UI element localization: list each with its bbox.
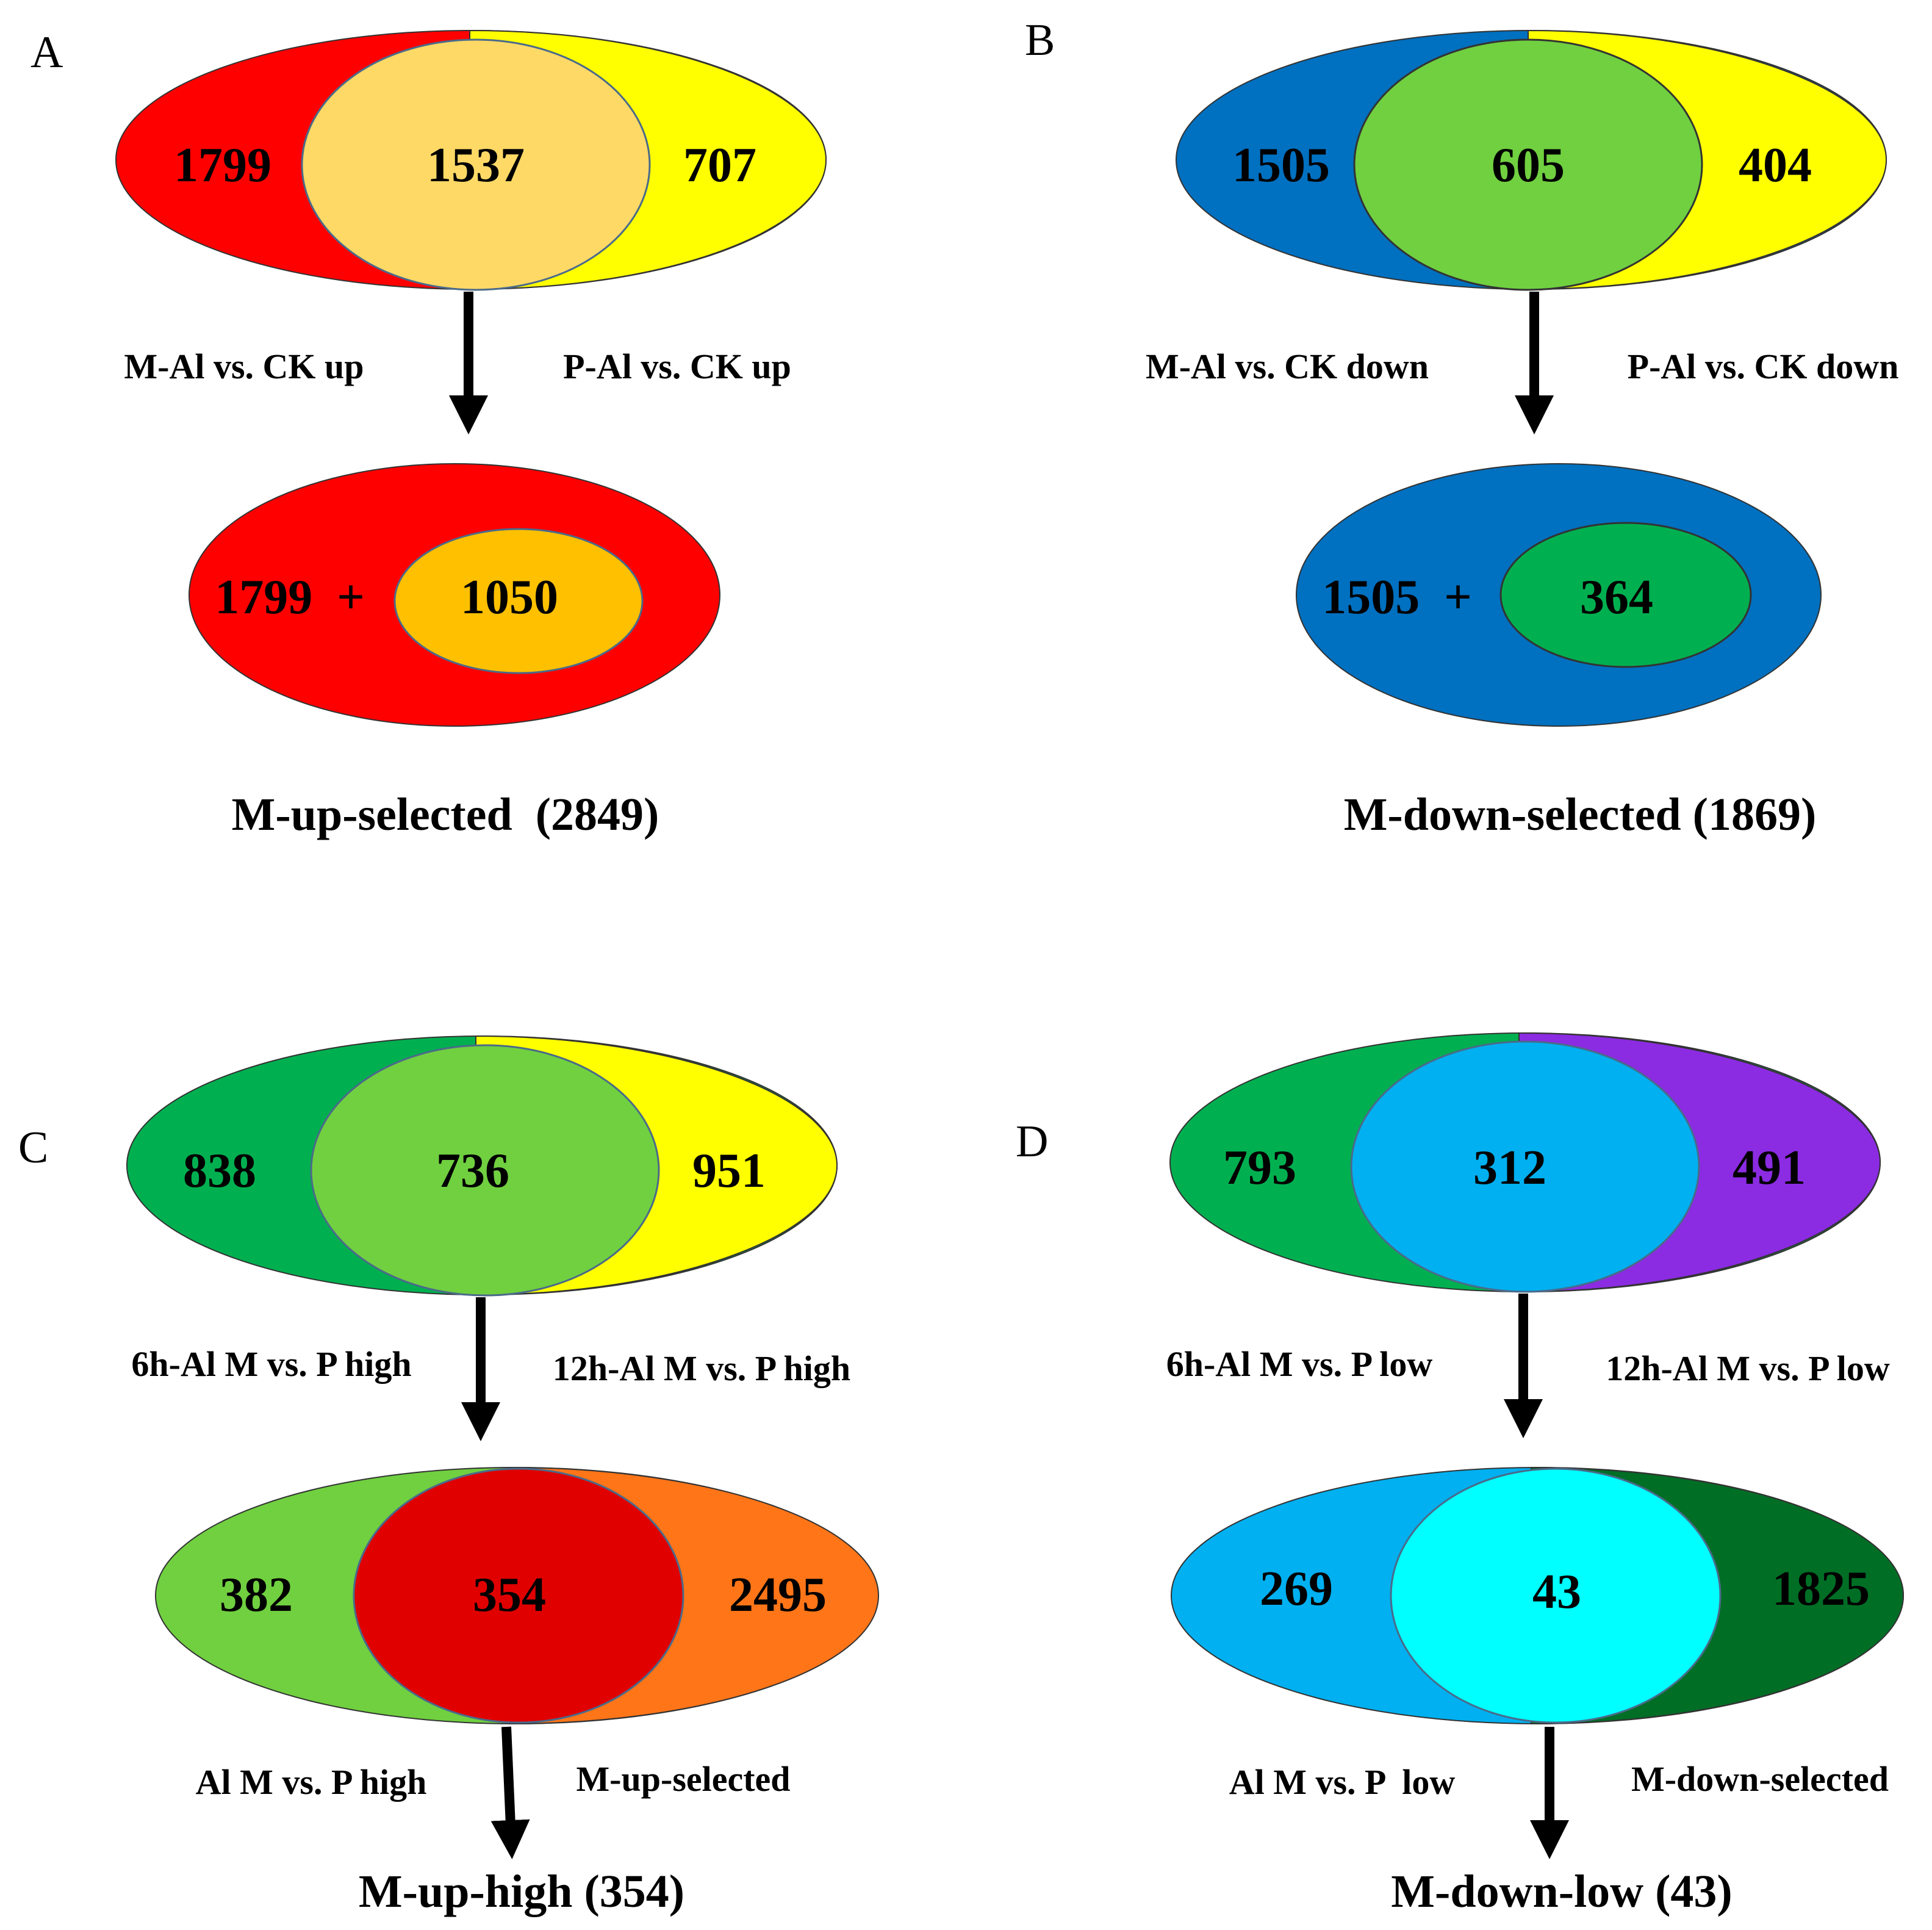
label-left: 6h-Al M vs. P high bbox=[131, 1344, 411, 1384]
result-inner-count: 364 bbox=[1580, 571, 1653, 624]
panel-letter-a: A bbox=[31, 27, 63, 77]
bottom-label-left: Al M vs. P low bbox=[1229, 1762, 1456, 1802]
count-left: 793 bbox=[1223, 1141, 1296, 1195]
overlap-b bbox=[1353, 38, 1703, 291]
panel-d-title: M-down-low (43) bbox=[1391, 1866, 1732, 1917]
panel-a: A 1799 1537 707 M-Al vs. CK up P-Al vs. … bbox=[31, 27, 827, 840]
overlap-c-bottom bbox=[353, 1467, 684, 1724]
count-overlap: 736 bbox=[436, 1144, 509, 1198]
panel-b-result-venn: 1505 + 364 bbox=[1296, 463, 1822, 727]
result-inner bbox=[1499, 522, 1752, 668]
panel-b-title: M-down-selected (1869) bbox=[1344, 789, 1817, 840]
count-left: 1505 bbox=[1232, 139, 1330, 192]
panel-b: B 1505 605 404 M-Al vs. CK down P-Al vs.… bbox=[1025, 15, 1898, 840]
count-overlap: 1537 bbox=[427, 139, 525, 192]
panel-d: D 793 312 491 6h-Al M vs. P low 12h-Al M… bbox=[1016, 1032, 1905, 1917]
overlap-d bbox=[1350, 1040, 1700, 1293]
label-right: P-Al vs. CK up bbox=[563, 347, 791, 386]
label-right: 12h-Al M vs. P high bbox=[553, 1348, 850, 1388]
count-right: 491 bbox=[1733, 1141, 1806, 1195]
result-inner-count: 1050 bbox=[461, 571, 558, 624]
arrow-down-c2 bbox=[490, 1726, 530, 1859]
panel-c-title: M-up-high (354) bbox=[359, 1866, 684, 1917]
count-right: 951 bbox=[692, 1144, 766, 1198]
panel-d-bottom-venn: 269 43 1825 bbox=[1171, 1466, 1905, 1725]
overlap-d-bottom bbox=[1390, 1467, 1722, 1724]
panel-c-top-venn: 838 736 951 bbox=[126, 1035, 838, 1297]
panel-b-top-venn: 1505 605 404 bbox=[1176, 29, 1887, 291]
result-inner bbox=[393, 528, 644, 674]
overlap-c bbox=[310, 1044, 660, 1297]
panel-c-bottom-venn: 382 354 2495 bbox=[155, 1466, 880, 1725]
label-left: M-Al vs. CK down bbox=[1146, 347, 1429, 386]
panel-a-title: M-up-selected (2849) bbox=[232, 789, 659, 840]
label-right: 12h-Al M vs. P low bbox=[1606, 1348, 1890, 1388]
label-left: M-Al vs. CK up bbox=[124, 347, 364, 386]
panel-letter-c: C bbox=[18, 1123, 48, 1173]
panel-letter-d: D bbox=[1016, 1117, 1048, 1167]
label-right: P-Al vs. CK down bbox=[1628, 347, 1899, 386]
count-right: 2495 bbox=[729, 1568, 827, 1622]
count-left: 269 bbox=[1260, 1562, 1333, 1616]
bottom-label-left: Al M vs. P high bbox=[196, 1762, 427, 1802]
count-overlap: 354 bbox=[473, 1568, 546, 1622]
bottom-label-right: M-down-selected bbox=[1631, 1759, 1889, 1799]
panel-a-result-venn: 1799 + 1050 bbox=[189, 463, 720, 727]
panel-d-top-venn: 793 312 491 bbox=[1169, 1032, 1881, 1293]
overlap-a bbox=[301, 38, 651, 291]
panel-c: C 838 736 951 6h-Al M vs. P high 12h-Al … bbox=[18, 1035, 880, 1917]
count-right: 1825 bbox=[1772, 1562, 1870, 1616]
count-left: 838 bbox=[183, 1144, 256, 1198]
count-right: 707 bbox=[683, 139, 756, 192]
count-overlap: 605 bbox=[1492, 139, 1565, 192]
panel-letter-b: B bbox=[1025, 15, 1055, 65]
result-outer-count: 1799 + bbox=[215, 571, 365, 624]
count-right: 404 bbox=[1739, 139, 1812, 192]
result-outer-count: 1505 + bbox=[1322, 571, 1472, 624]
label-left: 6h-Al M vs. P low bbox=[1166, 1344, 1433, 1384]
count-overlap: 43 bbox=[1532, 1565, 1581, 1619]
bottom-label-right: M-up-selected bbox=[576, 1759, 790, 1799]
count-left: 382 bbox=[220, 1568, 293, 1622]
count-left: 1799 bbox=[174, 139, 271, 192]
panel-a-top-venn: 1799 1537 707 bbox=[115, 29, 827, 291]
count-overlap: 312 bbox=[1473, 1141, 1546, 1195]
